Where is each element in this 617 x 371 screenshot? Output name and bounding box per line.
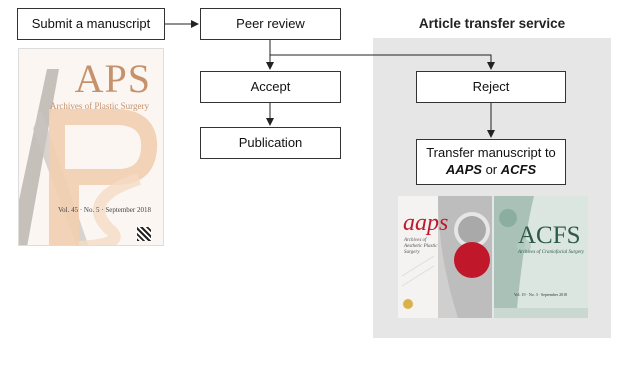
transfer-line2: AAPS or ACFS [446, 162, 536, 179]
qr-code-icon [137, 227, 151, 241]
reject-label: Reject [472, 78, 510, 94]
aps-cover-subtitle: Archives of Plastic Surgery [49, 101, 149, 111]
aaps-cover-subtitle: Archives of Aesthetic Plastic Surgery [404, 238, 438, 255]
aps-journal-cover: APS Archives of Plastic Surgery Vol. 45 … [18, 48, 164, 246]
article-transfer-title: Article transfer service [418, 16, 566, 31]
transfer-line1: Transfer manuscript to [426, 145, 556, 161]
reject-box: Reject [416, 71, 566, 103]
acfs-cover-title: ACFS [518, 222, 581, 249]
arrow-review-to-reject [270, 54, 495, 70]
acfs-cover-volume: Vol. 19 · No. 3 · September 2018 [514, 292, 568, 297]
transfer-aaps: AAPS [445, 162, 482, 177]
submit-manuscript-box: Submit a manuscript [17, 8, 165, 40]
publication-box: Publication [200, 127, 341, 159]
acfs-cover-artwork [494, 196, 588, 318]
publication-label: Publication [238, 134, 303, 150]
submit-manuscript-label: Submit a manuscript [31, 15, 151, 31]
aps-cover-title: APS [74, 56, 151, 101]
aaps-cover-artwork [401, 196, 492, 318]
accept-box: Accept [200, 71, 341, 103]
acfs-journal-cover: ACFS Archives of Craniofacial Surgery Vo… [494, 196, 588, 318]
transfer-acfs: ACFS [500, 162, 537, 177]
aps-cover-artwork [19, 69, 158, 245]
transfer-or: or [485, 162, 498, 177]
acfs-cover-subtitle: Archives of Craniofacial Surgery [518, 250, 585, 255]
aps-cover-volume: Vol. 45 · No. 5 · September 2018 [58, 206, 151, 214]
aaps-cover-title: aaps [403, 210, 449, 236]
peer-review-box: Peer review [200, 8, 341, 40]
aaps-journal-cover: aaps Archives of Aesthetic Plastic Surge… [398, 196, 492, 318]
peer-review-label: Peer review [236, 15, 305, 31]
accept-label: Accept [250, 78, 291, 94]
transfer-manuscript-box: Transfer manuscript to AAPS or ACFS [416, 139, 566, 185]
